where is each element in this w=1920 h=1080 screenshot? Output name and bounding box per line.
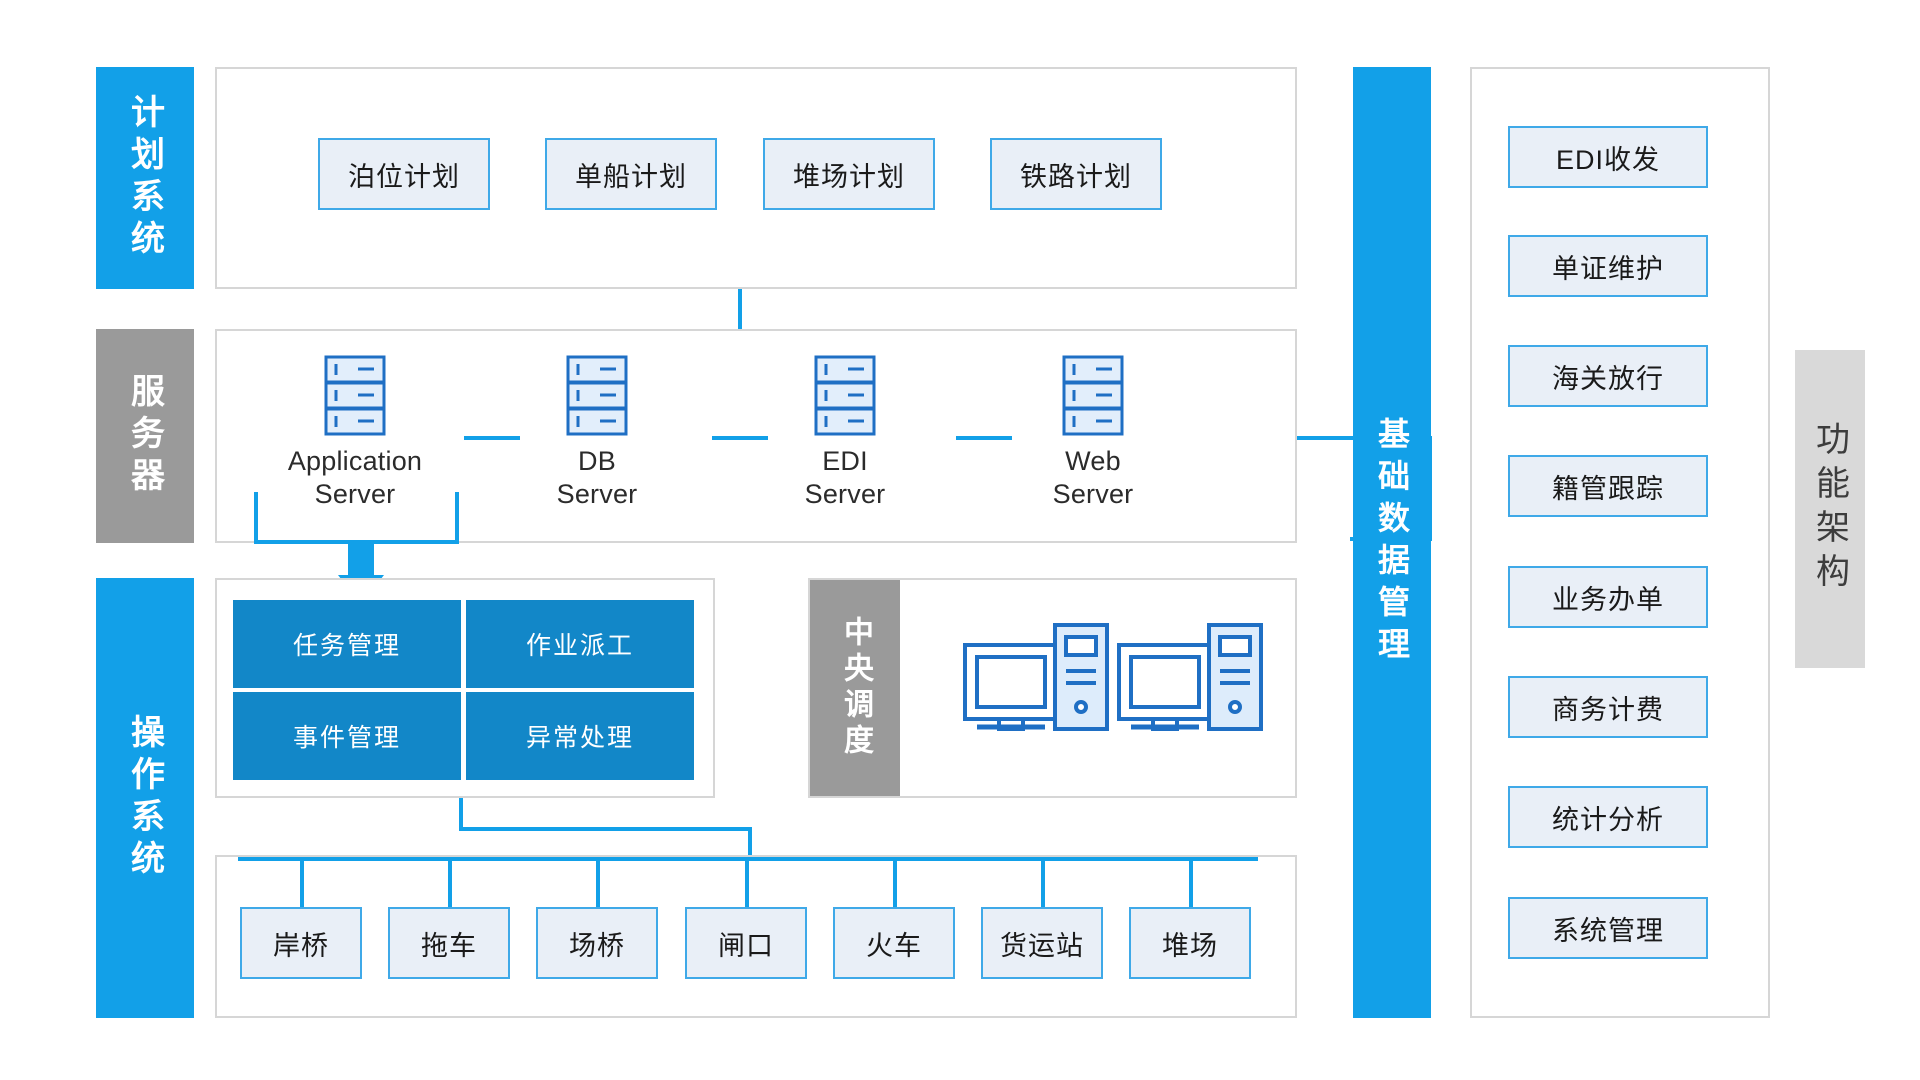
server-db-caption: DB Server	[557, 445, 638, 511]
server-application-line2: Server	[314, 478, 396, 509]
equipment-yard-label: 堆场	[1162, 930, 1218, 961]
function-statistical-analysis-label: 统计分析	[1552, 804, 1664, 835]
plan-item-yard-label: 堆场计划	[793, 161, 905, 192]
server-db-line1: DB	[578, 446, 616, 476]
plan-item-rail[interactable]: 铁路计划	[990, 138, 1162, 210]
central-dispatch-label-bar: 中央调度	[810, 580, 900, 796]
function-system-management-label: 系统管理	[1552, 915, 1664, 946]
server-link-edi-web	[956, 436, 1012, 440]
operation-tile-task-management-label: 任务管理	[292, 632, 401, 660]
server-rack-icon	[566, 355, 628, 437]
operation-tile-job-dispatch[interactable]: 作业派工	[466, 600, 694, 688]
function-registry-tracking[interactable]: 籍管跟踪	[1508, 455, 1708, 517]
server-rack-icon	[324, 355, 386, 437]
plan-item-berth-label: 泊位计划	[348, 161, 460, 192]
operation-system-label: 操作系统	[125, 714, 164, 882]
function-list-frame	[1470, 67, 1770, 1018]
equipment-drop-1	[300, 857, 304, 909]
function-customs-release-label: 海关放行	[1552, 363, 1664, 394]
function-edi-transceive[interactable]: EDI收发	[1508, 126, 1708, 188]
function-commercial-billing[interactable]: 商务计费	[1508, 676, 1708, 738]
basic-data-label-bar: 基础数据管理	[1353, 67, 1431, 1018]
server-web-line1: Web	[1065, 446, 1121, 476]
server-application-line1: Application	[287, 446, 423, 476]
equipment-trailer[interactable]: 拖车	[388, 907, 510, 979]
server-application[interactable]: Application Server	[270, 355, 440, 511]
diagram-title: 功能架构	[1810, 421, 1849, 597]
server-edi-caption: EDI Server	[805, 445, 886, 511]
operation-tile-event-management-label: 事件管理	[292, 724, 401, 752]
server-db[interactable]: DB Server	[512, 355, 682, 511]
function-registry-tracking-label: 籍管跟踪	[1552, 473, 1664, 504]
function-document-maintenance[interactable]: 单证维护	[1508, 235, 1708, 297]
server-application-caption: Application Server	[288, 445, 422, 511]
server-rack-icon	[814, 355, 876, 437]
equipment-drop-2	[448, 857, 452, 909]
desktop-computer-icon	[1117, 623, 1267, 731]
function-business-order-label: 业务办单	[1552, 584, 1664, 615]
function-commercial-billing-label: 商务计费	[1552, 694, 1664, 725]
operation-tile-exception-handling[interactable]: 异常处理	[466, 692, 694, 780]
central-dispatch-label: 中央调度	[839, 616, 872, 760]
operations-to-equipment-drop	[748, 827, 752, 859]
server-layer-label-bar: 服务器	[96, 329, 194, 543]
server-link-db-edi	[712, 436, 768, 440]
operation-system-label-bar: 操作系统	[96, 578, 194, 1018]
equipment-yard-crane[interactable]: 场桥	[536, 907, 658, 979]
equipment-quay-crane-label: 岸桥	[273, 930, 329, 961]
equipment-drop-5	[893, 857, 897, 909]
plan-item-rail-label: 铁路计划	[1020, 161, 1132, 192]
server-link-app-db	[464, 436, 520, 440]
function-system-management[interactable]: 系统管理	[1508, 897, 1708, 959]
plan-item-yard[interactable]: 堆场计划	[763, 138, 935, 210]
equipment-gate[interactable]: 闸口	[685, 907, 807, 979]
server-web-caption: Web Server	[1053, 445, 1134, 511]
equipment-gate-label: 闸口	[718, 930, 774, 961]
equipment-drop-7	[1189, 857, 1193, 909]
equipment-yard-crane-label: 场桥	[569, 930, 625, 961]
operation-tile-task-management[interactable]: 任务管理	[233, 600, 461, 688]
operations-to-equipment-stem	[459, 798, 463, 830]
server-edi-line2: Server	[804, 478, 886, 509]
equipment-freight-station[interactable]: 货运站	[981, 907, 1103, 979]
appserver-bracket-left	[254, 492, 258, 544]
function-document-maintenance-label: 单证维护	[1552, 253, 1664, 284]
equipment-quay-crane[interactable]: 岸桥	[240, 907, 362, 979]
plan-item-vessel-label: 单船计划	[575, 161, 687, 192]
operations-to-equipment-elbow	[459, 827, 751, 831]
equipment-drop-6	[1041, 857, 1045, 909]
operation-tile-job-dispatch-label: 作业派工	[525, 632, 634, 660]
operation-tile-event-management[interactable]: 事件管理	[233, 692, 461, 780]
server-edi[interactable]: EDI Server	[760, 355, 930, 511]
equipment-freight-station-label: 货运站	[1000, 930, 1084, 961]
appserver-bracket-right	[455, 492, 459, 544]
server-db-line2: Server	[556, 478, 638, 509]
equipment-train-label: 火车	[866, 930, 922, 961]
function-customs-release[interactable]: 海关放行	[1508, 345, 1708, 407]
plan-item-berth[interactable]: 泊位计划	[318, 138, 490, 210]
desktop-computer-icon	[963, 623, 1113, 731]
equipment-yard[interactable]: 堆场	[1129, 907, 1251, 979]
function-business-order[interactable]: 业务办单	[1508, 566, 1708, 628]
plan-system-label: 计划系统	[125, 94, 164, 262]
equipment-drop-3	[596, 857, 600, 909]
diagram-title-bar: 功能架构	[1795, 350, 1865, 668]
equipment-train[interactable]: 火车	[833, 907, 955, 979]
server-layer-label: 服务器	[125, 373, 164, 499]
operation-tile-exception-handling-label: 异常处理	[525, 724, 634, 752]
function-edi-transceive-label: EDI收发	[1555, 144, 1660, 175]
plan-system-label-bar: 计划系统	[96, 67, 194, 289]
server-edi-line1: EDI	[822, 446, 868, 476]
basic-data-label: 基础数据管理	[1374, 416, 1410, 669]
appserver-arrow-stem	[348, 540, 374, 578]
connector-plan-to-server	[738, 289, 742, 329]
server-web-line2: Server	[1052, 478, 1134, 509]
server-rack-icon	[1062, 355, 1124, 437]
equipment-drop-4	[745, 857, 749, 909]
equipment-trailer-label: 拖车	[421, 930, 477, 961]
plan-item-vessel[interactable]: 单船计划	[545, 138, 717, 210]
server-web[interactable]: Web Server	[1008, 355, 1178, 511]
function-statistical-analysis[interactable]: 统计分析	[1508, 786, 1708, 848]
